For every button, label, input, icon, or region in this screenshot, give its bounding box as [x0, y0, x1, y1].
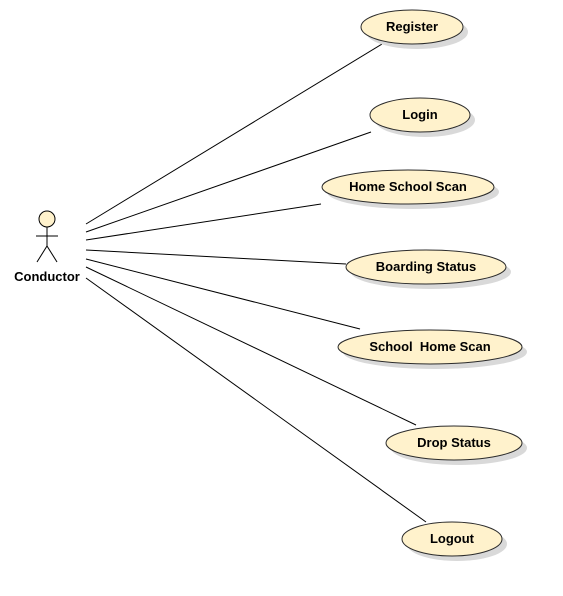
use-case-home-school-scan[interactable]: Home School Scan [321, 169, 499, 209]
use-case-school-home-scan-label: School Home Scan [369, 339, 490, 354]
association-login [85, 131, 372, 233]
use-case-register-label: Register [386, 19, 438, 34]
use-case-school-home-scan[interactable]: School Home Scan [337, 329, 527, 369]
use-case-boarding-status-label: Boarding Status [376, 259, 476, 274]
use-case-logout-label: Logout [430, 531, 475, 546]
use-case-register[interactable]: Register [360, 9, 468, 49]
association-drop-status [85, 266, 417, 426]
actor-right-leg [46, 245, 58, 263]
use-case-register-shape [360, 9, 464, 45]
use-case-home-school-scan-label: Home School Scan [349, 179, 467, 194]
use-case-home-school-scan-shape [321, 169, 495, 205]
use-case-logout[interactable]: Logout [401, 521, 507, 561]
use-case-school-home-scan-shape [337, 329, 523, 365]
association-home-school-scan [85, 203, 322, 241]
use-case-boarding-status[interactable]: Boarding Status [345, 249, 511, 289]
use-case-login-shape [369, 97, 471, 133]
use-case-login[interactable]: Login [369, 97, 475, 137]
use-case-login-label: Login [402, 107, 437, 122]
use-case-logout-shape [401, 521, 503, 557]
actor-conductor[interactable]: Conductor [14, 210, 80, 284]
actor-head [38, 210, 56, 228]
association-boarding-status [85, 249, 347, 265]
use-case-drop-status[interactable]: Drop Status [385, 425, 527, 465]
association-logout [85, 277, 427, 523]
actor-left-leg [36, 245, 48, 263]
association-register [85, 43, 383, 225]
actor-label: Conductor [14, 269, 80, 284]
use-case-drop-status-label: Drop Status [417, 435, 491, 450]
use-case-boarding-status-shape [345, 249, 507, 285]
associations [85, 43, 427, 523]
use-case-drop-status-shape [385, 425, 523, 461]
association-school-home-scan [85, 258, 361, 330]
